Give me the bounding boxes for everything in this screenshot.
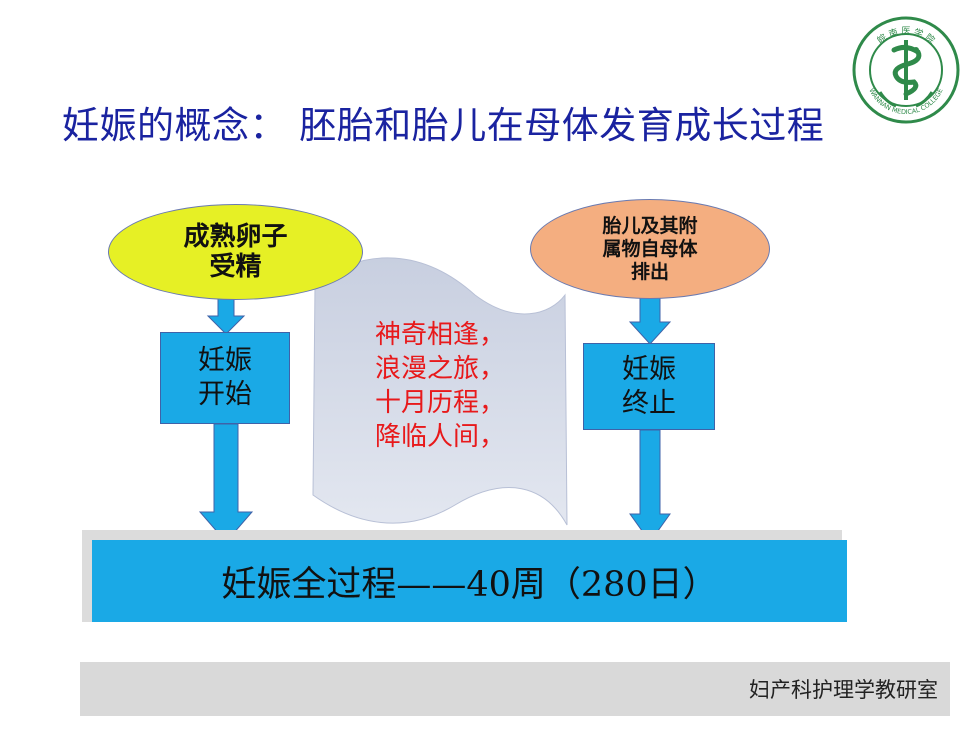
box-pregnancy-end: 妊娠 终止 xyxy=(583,343,715,430)
arrow-down-icon xyxy=(629,429,671,543)
pregnancy-duration-bar: 妊娠全过程——40周（280日） xyxy=(92,540,847,622)
scroll-line: 神奇相逢， xyxy=(374,320,505,350)
slide-title: 妊娠的概念： 胚胎和胎儿在母体发育成长过程 xyxy=(62,104,825,147)
ellipse-line: 属物自母体 xyxy=(602,237,698,260)
scroll-line: 降临人间， xyxy=(374,422,505,452)
box-line: 妊娠 xyxy=(198,345,252,376)
college-logo-icon: 皖 南 医 学 院 WANNAN MEDICAL COLLEGE xyxy=(852,16,960,124)
scroll-line: 十月历程， xyxy=(374,388,505,418)
footer-department: 妇产科护理学教研室 xyxy=(749,678,938,702)
scroll-banner xyxy=(312,257,568,526)
ellipse-line: 成熟卵子 xyxy=(183,222,288,252)
footer-band xyxy=(80,662,950,716)
box-pregnancy-start: 妊娠 开始 xyxy=(160,332,290,424)
scroll-poem: 神奇相逢， 浪漫之旅， 十月历程， 降临人间， xyxy=(350,318,530,478)
arrow-down-icon xyxy=(198,423,254,543)
ellipse-line: 胎儿及其附 xyxy=(602,214,698,237)
ellipse-line: 受精 xyxy=(209,252,262,282)
box-line: 终止 xyxy=(622,387,676,419)
box-line: 妊娠 xyxy=(622,353,676,385)
ellipse-delivery: 胎儿及其附 属物自母体 排出 xyxy=(530,199,770,299)
ellipse-fertilization: 成熟卵子 受精 xyxy=(108,204,363,300)
arrow-down-icon xyxy=(628,297,672,345)
scroll-line: 浪漫之旅， xyxy=(374,354,505,384)
arrow-down-icon xyxy=(206,293,246,335)
ellipse-line: 排出 xyxy=(630,260,669,283)
box-line: 开始 xyxy=(198,379,252,410)
